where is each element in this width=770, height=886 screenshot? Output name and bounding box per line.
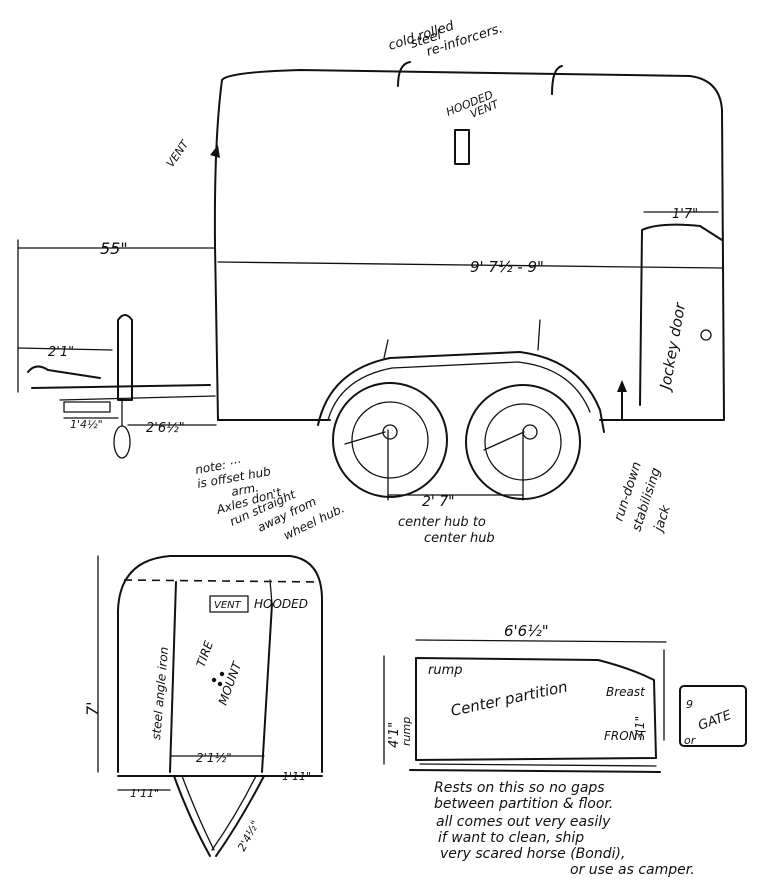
jockey-door-width-label: 1'7" — [672, 207, 698, 222]
front-view-roofline — [123, 579, 321, 583]
partition-front-label: FRONT — [604, 729, 647, 743]
partition-note-line-2: between partition & floor. — [434, 796, 613, 812]
tire-mount-dot-2 — [219, 671, 225, 677]
tongue-length-label: 2'6½" — [146, 421, 185, 436]
partition-note-line-6: or use as camper. — [570, 862, 695, 878]
jack-arrow-icon — [617, 380, 627, 392]
jockey-door-label: Jockey door — [656, 301, 690, 394]
rear-wheel-rim — [351, 401, 429, 479]
tire-mount-dot-3 — [217, 681, 223, 687]
tongue-height-label: 2'1" — [48, 345, 74, 360]
length-body-label: 9' 7½ - 9" — [470, 258, 544, 276]
hub-note-line-3: arm. — [230, 480, 260, 499]
tongue-jack-icon — [117, 314, 133, 401]
front-tongue-right — [215, 775, 265, 857]
trailer-body-outline — [213, 69, 725, 421]
partition-note-line-1: Rests on this so no gaps — [434, 780, 605, 796]
tongue-underside — [59, 395, 216, 401]
front-tongue-right-inner — [211, 775, 257, 851]
fender-inner — [327, 361, 591, 421]
dim-line-body — [217, 261, 723, 269]
strut-left — [383, 339, 389, 359]
hooded-vent-icon — [454, 129, 470, 165]
angle-iron-left — [169, 581, 177, 773]
tire-mount-dot-1 — [211, 677, 217, 683]
partition-view: 6'6½" 4'1" 3'1" rump rump Center partiti… — [383, 622, 747, 878]
roof-reinforcer-2 — [551, 65, 563, 95]
gate-box — [679, 685, 747, 747]
side-view: cold rolled steel re-inforcers. HOODED V… — [17, 18, 725, 546]
partition-floor-rail — [409, 769, 661, 773]
hitch-plate — [63, 401, 111, 413]
jack-wheel-icon — [113, 425, 131, 459]
front-view: 7' steel angle iron VENT HOODED TIRE MOU… — [83, 555, 323, 857]
length-front-label: 55" — [100, 239, 128, 258]
vent-box-icon — [209, 595, 249, 613]
axle-note-line-2: center hub — [424, 531, 495, 546]
partition-note-line-3: all comes out very easily — [436, 814, 611, 830]
front-wheel-hub-icon — [522, 424, 538, 440]
roof-reinforcer-1 — [397, 61, 411, 87]
front-inner-width-label: 2'1½" — [196, 751, 232, 765]
axle-spacing-label: 2' 7" — [422, 494, 455, 510]
front-left-width-label: 1'11" — [130, 787, 159, 800]
front-height-label: 7' — [83, 701, 102, 716]
partition-rump-label: rump — [428, 663, 463, 678]
coupler-icon — [27, 365, 101, 379]
partition-note-line-5: very scared horse (Bondi), — [440, 846, 625, 862]
gate-prefix-label: or — [684, 734, 697, 747]
partition-length-label: 6'6½" — [504, 622, 549, 640]
front-tongue-left — [173, 775, 211, 857]
partition-breast-label: Breast — [606, 685, 646, 699]
jockey-door-handle-icon — [700, 329, 712, 341]
strut-right — [537, 319, 541, 351]
partition-front-height-label: 3'1" — [633, 716, 647, 740]
angle-iron-label: steel angle iron — [149, 646, 171, 740]
front-vent-icon — [210, 145, 220, 158]
partition-center-label: Center partition — [449, 678, 569, 720]
front-vent-box-label: VENT — [214, 600, 242, 611]
angle-iron-right — [261, 603, 273, 773]
axle-note-line-1: center hub to — [398, 515, 486, 530]
tongue-line — [31, 384, 211, 389]
jockey-door-outline — [639, 223, 723, 406]
partition-note-line-4: if want to clean, ship — [438, 830, 584, 846]
angle-iron-right-tick — [269, 579, 273, 605]
partition-floor-rail-2 — [419, 763, 657, 767]
rear-wheel-icon — [332, 382, 448, 498]
partition-rump-side-label: rump — [400, 717, 413, 746]
front-vent-label: VENT — [164, 137, 192, 170]
front-view-outline — [117, 555, 323, 773]
dim-partition-length — [415, 639, 667, 643]
hitch-offset-label: 1'4½" — [70, 418, 103, 431]
partition-height-label: 4'1" — [387, 722, 402, 748]
front-tongue-width-label: 2'4½" — [235, 818, 262, 853]
front-right-width-label: 1'11" — [282, 770, 311, 783]
gate-number-label: 9 — [686, 698, 693, 711]
front-hooded-label: HOODED — [254, 597, 308, 611]
offset-hub-arm — [344, 431, 386, 445]
jack-label-3: jack — [651, 503, 674, 535]
front-tire-label: TIRE — [194, 639, 216, 669]
fender-outline — [317, 351, 605, 433]
offset-hub-arm-2 — [483, 431, 525, 451]
dim-line-tongue-height — [17, 347, 113, 351]
front-tongue-left-inner — [181, 775, 215, 851]
partition-outline — [415, 657, 657, 761]
gate-label: GATE — [696, 708, 734, 734]
